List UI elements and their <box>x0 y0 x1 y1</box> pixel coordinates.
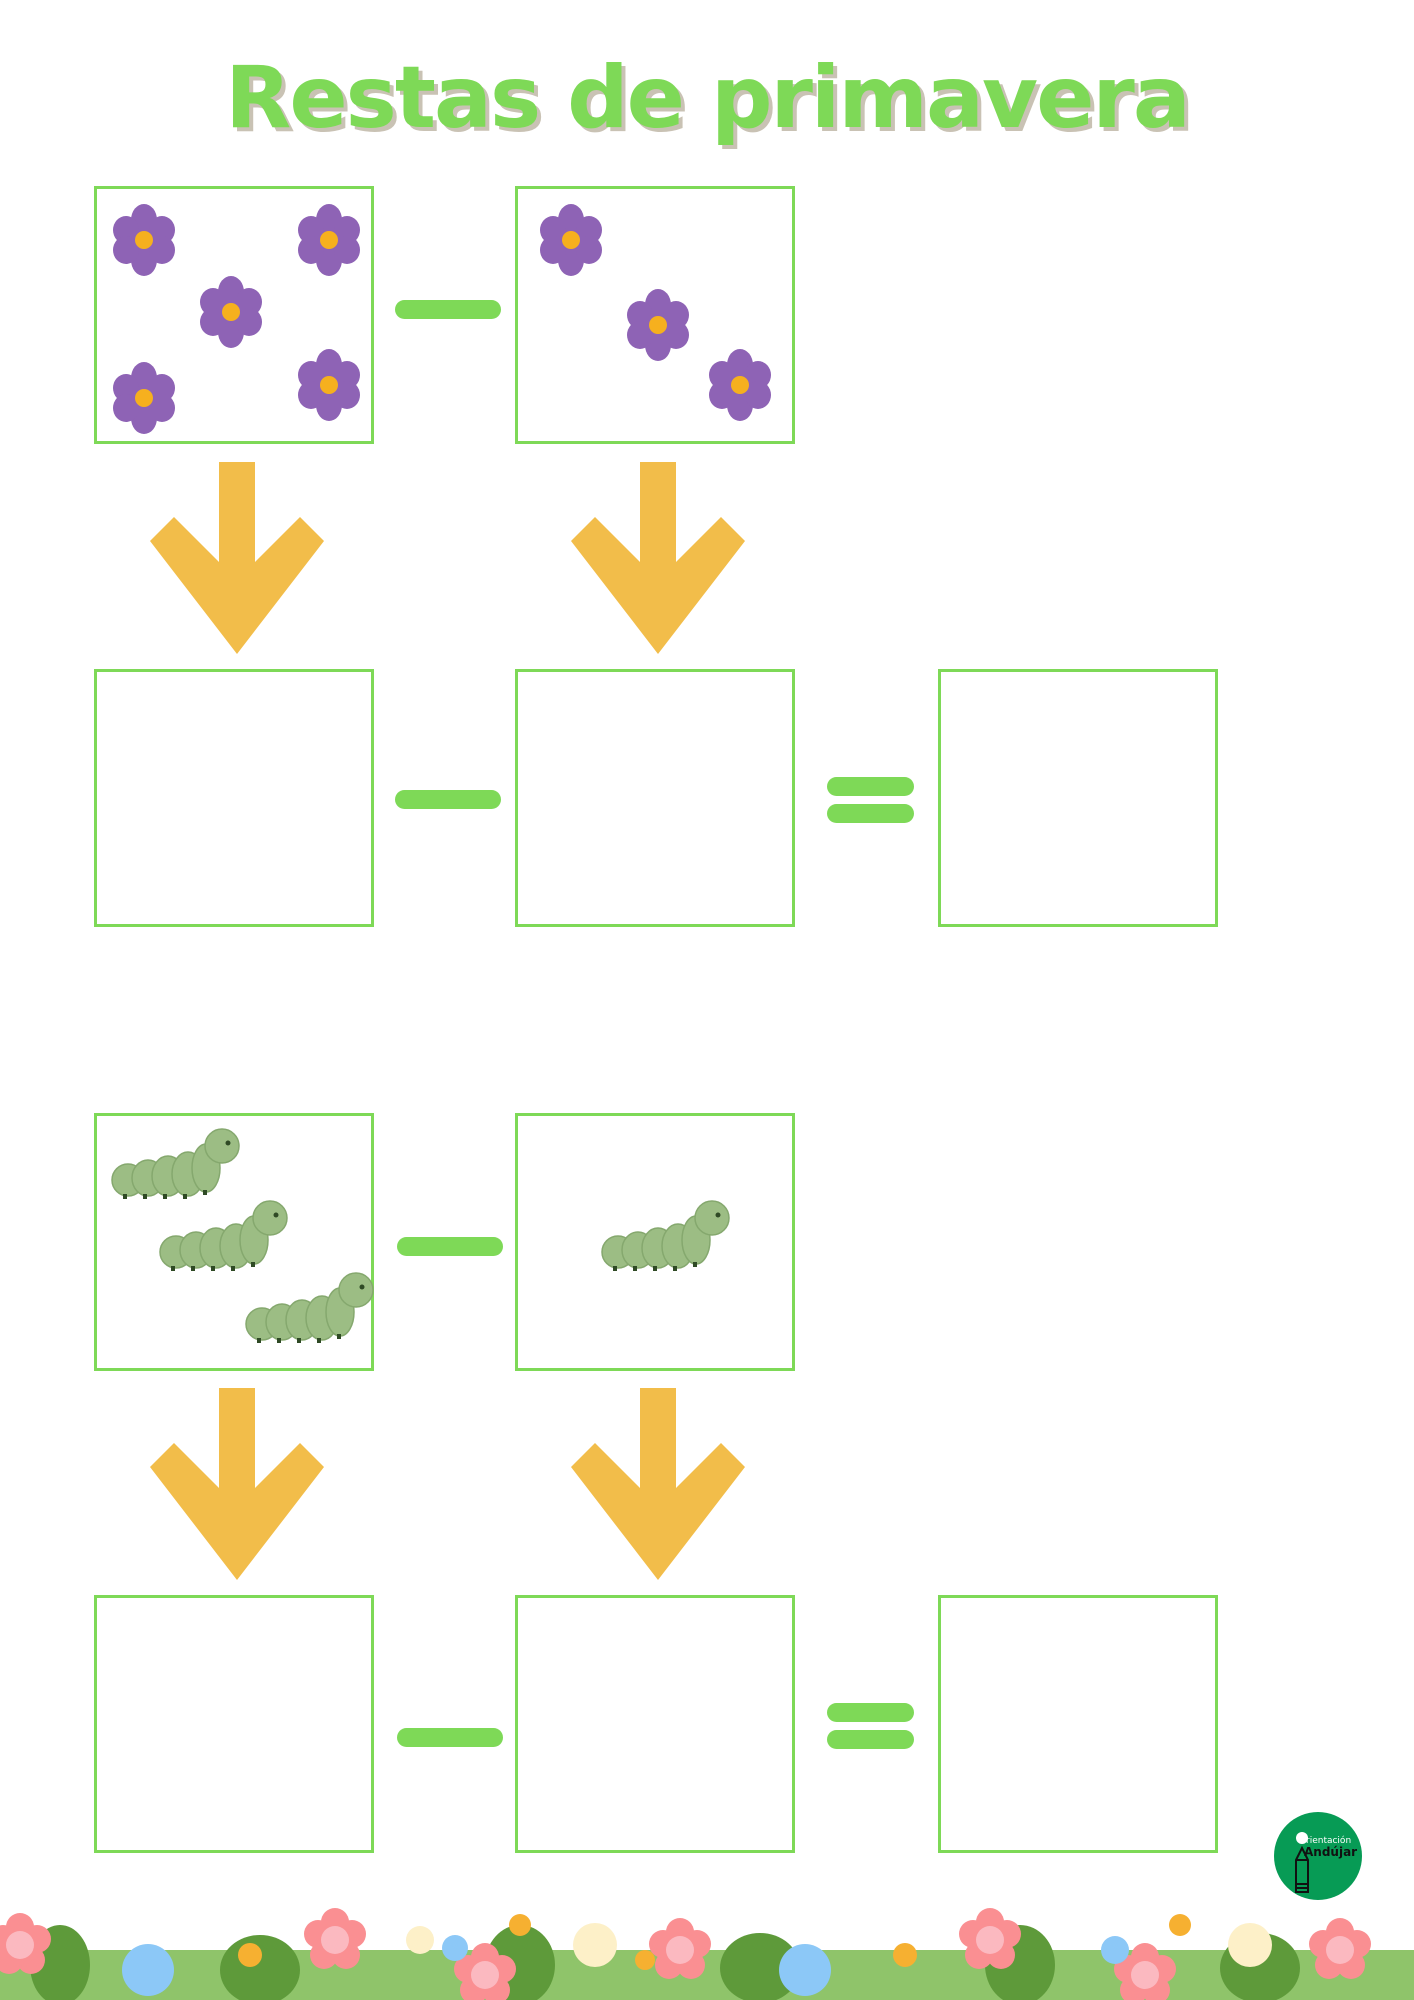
minus-sign <box>395 300 501 319</box>
equals-sign-top <box>827 777 914 796</box>
equals-sign-bottom <box>827 1730 914 1749</box>
minuend-answer-box[interactable] <box>94 1595 374 1853</box>
subtrahend-answer-box[interactable] <box>515 1595 795 1853</box>
arrow-down-icon <box>150 462 745 1580</box>
pencil-icon <box>1295 1832 1309 1893</box>
result-answer-box[interactable] <box>938 1595 1218 1853</box>
caterpillar-icon <box>111 1128 730 1344</box>
minus-sign <box>395 790 501 809</box>
equals-sign-top <box>827 1703 914 1722</box>
minus-sign <box>397 1728 503 1747</box>
logo-text-line2: Andújar <box>1304 1845 1358 1859</box>
page-title: Restas de primavera <box>225 48 1191 148</box>
flower-icon <box>113 204 360 434</box>
subtrahend-answer-box[interactable] <box>515 669 795 927</box>
minuend-answer-box[interactable] <box>94 669 374 927</box>
flower-border-decoration <box>0 1908 1414 2000</box>
logo-text-line1: rientación <box>1306 1836 1352 1846</box>
minus-sign <box>397 1237 503 1256</box>
equals-sign-bottom <box>827 804 914 823</box>
result-answer-box[interactable] <box>938 669 1218 927</box>
logo: rientación Andújar <box>1274 1812 1362 1900</box>
flower-icon <box>540 204 771 421</box>
